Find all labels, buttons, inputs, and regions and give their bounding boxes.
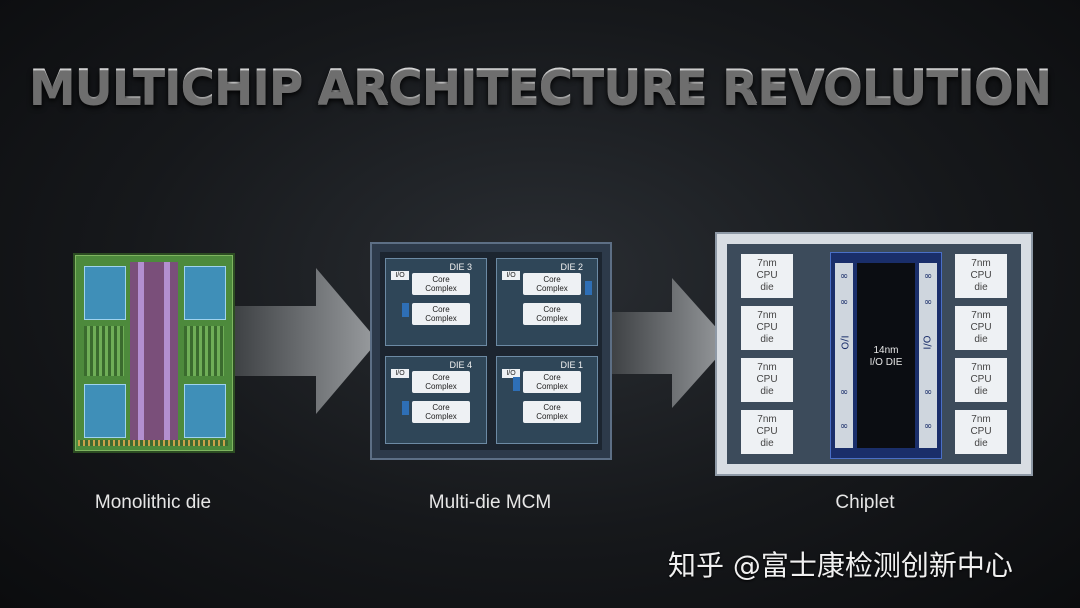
caption-monolithic: Monolithic die [94,492,212,513]
caption-chiplet: Chiplet [835,492,895,513]
core-complex: Core Complex [412,303,470,325]
mcm-die: DIE 1 I/O Core Complex Core Complex [496,356,598,444]
core-complex: Core Complex [523,273,581,295]
infinity-icon: ∞ [839,271,849,282]
infinity-icon: ∞ [839,421,849,432]
slide-title: MULTICHIP ARCHITECTURE REVOLUTION [0,60,1080,115]
core-complex: Core Complex [412,273,470,295]
infinity-icon: ∞ [923,297,933,308]
watermark-text: 知乎 @富士康检测创新中心 [668,549,1013,582]
mcm-die: DIE 4 I/O Core Complex Core Complex [385,356,487,444]
infinity-icon: ∞ [923,421,933,432]
arrow-right-icon [228,268,378,414]
io-die: ∞ ∞ I/O ∞ ∞ 14nm I/O DIE ∞ ∞ I/O ∞ ∞ [830,252,942,459]
multi-die-mcm-diagram: DIE 3 I/O Core Complex Core Complex DIE … [370,242,612,460]
cpu-die: 7nm CPU die [741,306,793,350]
die-label: DIE 4 [449,360,472,370]
cpu-die: 7nm CPU die [741,358,793,402]
io-side-label: I/O [838,335,850,350]
mcm-die: DIE 2 I/O Core Complex Core Complex [496,258,598,346]
io-side-label: I/O [922,335,934,350]
die-label: DIE 1 [560,360,583,370]
infinity-icon: ∞ [923,271,933,282]
core-complex: Core Complex [412,401,470,423]
infinity-icon: ∞ [839,297,849,308]
io-block: I/O [502,369,520,378]
mcm-die: DIE 3 I/O Core Complex Core Complex [385,258,487,346]
infinity-icon: ∞ [839,387,849,398]
chiplet-diagram: 7nm CPU die 7nm CPU die 7nm CPU die 7nm … [715,232,1033,476]
core-complex: Core Complex [412,371,470,393]
die-label: DIE 2 [560,262,583,272]
cpu-die: 7nm CPU die [955,306,1007,350]
arrow-right-icon [606,278,730,408]
core-complex: Core Complex [523,371,581,393]
die-label: DIE 3 [449,262,472,272]
cpu-die: 7nm CPU die [955,358,1007,402]
cpu-die: 7nm CPU die [955,254,1007,298]
io-die-label: 14nm I/O DIE [869,345,903,368]
core-complex: Core Complex [523,401,581,423]
cpu-die: 7nm CPU die [741,254,793,298]
core-complex: Core Complex [523,303,581,325]
infinity-icon: ∞ [923,387,933,398]
caption-mcm: Multi-die MCM [428,492,552,513]
io-block: I/O [391,369,409,378]
cpu-die: 7nm CPU die [955,410,1007,454]
io-block: I/O [502,271,520,280]
monolithic-die-image [75,255,233,451]
cpu-die: 7nm CPU die [741,410,793,454]
io-block: I/O [391,271,409,280]
